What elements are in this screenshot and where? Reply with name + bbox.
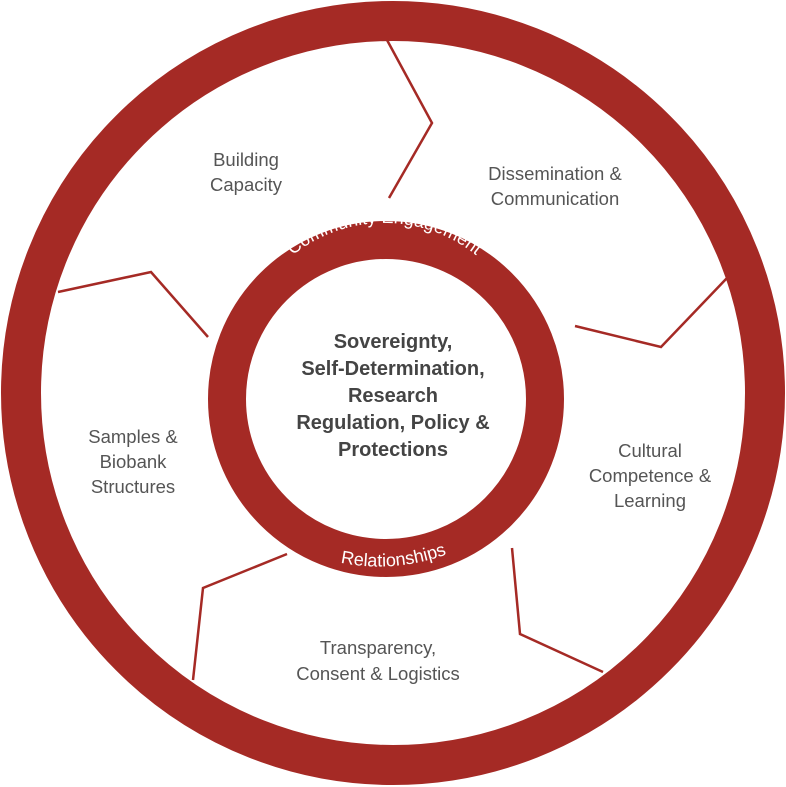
segment-label-line: Biobank: [100, 451, 168, 472]
segment-cultural-competence-learning: Cultural Competence & Learning: [589, 440, 712, 511]
inner-ring: [208, 221, 564, 577]
segment-building-capacity: Building Capacity: [210, 149, 283, 195]
divider-bottom-right: [510, 547, 604, 674]
segment-label-line: Dissemination &: [488, 163, 622, 184]
segment-label-line: Transparency,: [320, 637, 436, 658]
segment-label-line: Consent & Logistics: [296, 663, 460, 684]
segment-transparency-consent-logistics: Transparency, Consent & Logistics: [296, 637, 460, 684]
segment-label-line: Learning: [614, 490, 686, 511]
center-line: Research: [348, 385, 438, 407]
segment-label-line: Communication: [491, 188, 620, 209]
divider-right: [574, 277, 728, 349]
segment-label-line: Cultural: [618, 440, 682, 461]
divider-bottom-left: [191, 552, 288, 681]
center-line: Self-Determination,: [301, 358, 484, 380]
segment-label-line: Competence &: [589, 465, 712, 486]
center-title: Sovereignty, Self-Determination, Researc…: [296, 331, 489, 461]
segment-label-line: Samples &: [88, 426, 178, 447]
divider-top: [385, 39, 434, 199]
divider-left: [57, 270, 209, 338]
center-line: Protections: [338, 439, 448, 461]
segment-label-line: Capacity: [210, 174, 283, 195]
segment-dissemination-communication: Dissemination & Communication: [488, 163, 622, 209]
center-line: Regulation, Policy &: [296, 412, 489, 434]
center-line: Sovereignty,: [334, 331, 453, 353]
segment-label-line: Structures: [91, 476, 175, 497]
segment-samples-biobank-structures: Samples & Biobank Structures: [88, 426, 178, 497]
segment-label-line: Building: [213, 149, 279, 170]
